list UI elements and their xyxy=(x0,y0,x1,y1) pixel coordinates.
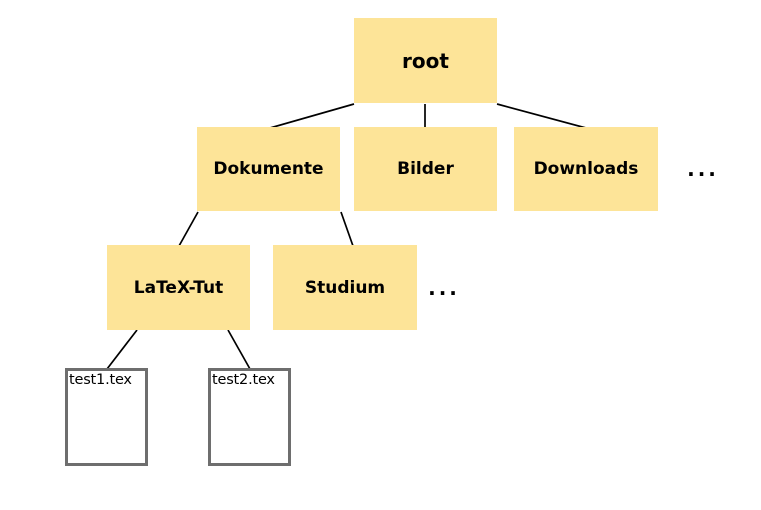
tree-node-studium-label: Studium xyxy=(304,277,386,298)
tree-node-latex-tut: LaTeX-Tut xyxy=(107,245,250,330)
tree-node-file-test2-label: test2.tex xyxy=(212,372,275,388)
tree-edge-root-dokumente xyxy=(269,103,355,129)
tree-edge-latex-tut-test2 xyxy=(227,329,251,370)
tree-node-root-label: root xyxy=(402,48,449,73)
tree-edge-latex-tut-test1 xyxy=(106,329,138,370)
more-folders-ellipsis-level3: ... xyxy=(428,275,460,300)
tree-node-studium: Studium xyxy=(273,245,417,330)
tree-node-file-test2: test2.tex xyxy=(208,368,291,466)
tree-node-root: root xyxy=(354,18,497,103)
tree-node-bilder-label: Bilder xyxy=(397,159,454,179)
tree-edge-root-downloads xyxy=(496,103,587,129)
tree-node-file-test1: test1.tex xyxy=(65,368,148,466)
tree-node-bilder: Bilder xyxy=(354,127,497,211)
tree-node-latex-tut-label: LaTeX-Tut xyxy=(133,277,224,298)
tree-node-downloads: Downloads xyxy=(514,127,658,211)
tree-node-dokumente-label: Dokumente xyxy=(213,159,324,179)
tree-node-downloads-label: Downloads xyxy=(533,159,639,179)
more-folders-ellipsis-level2: ... xyxy=(687,157,719,181)
tree-node-dokumente: Dokumente xyxy=(197,127,340,211)
tree-node-file-test1-label: test1.tex xyxy=(69,372,132,388)
tree-edge-dokumente-studium xyxy=(340,211,354,247)
tree-edge-dokumente-latex-tut xyxy=(178,211,199,247)
